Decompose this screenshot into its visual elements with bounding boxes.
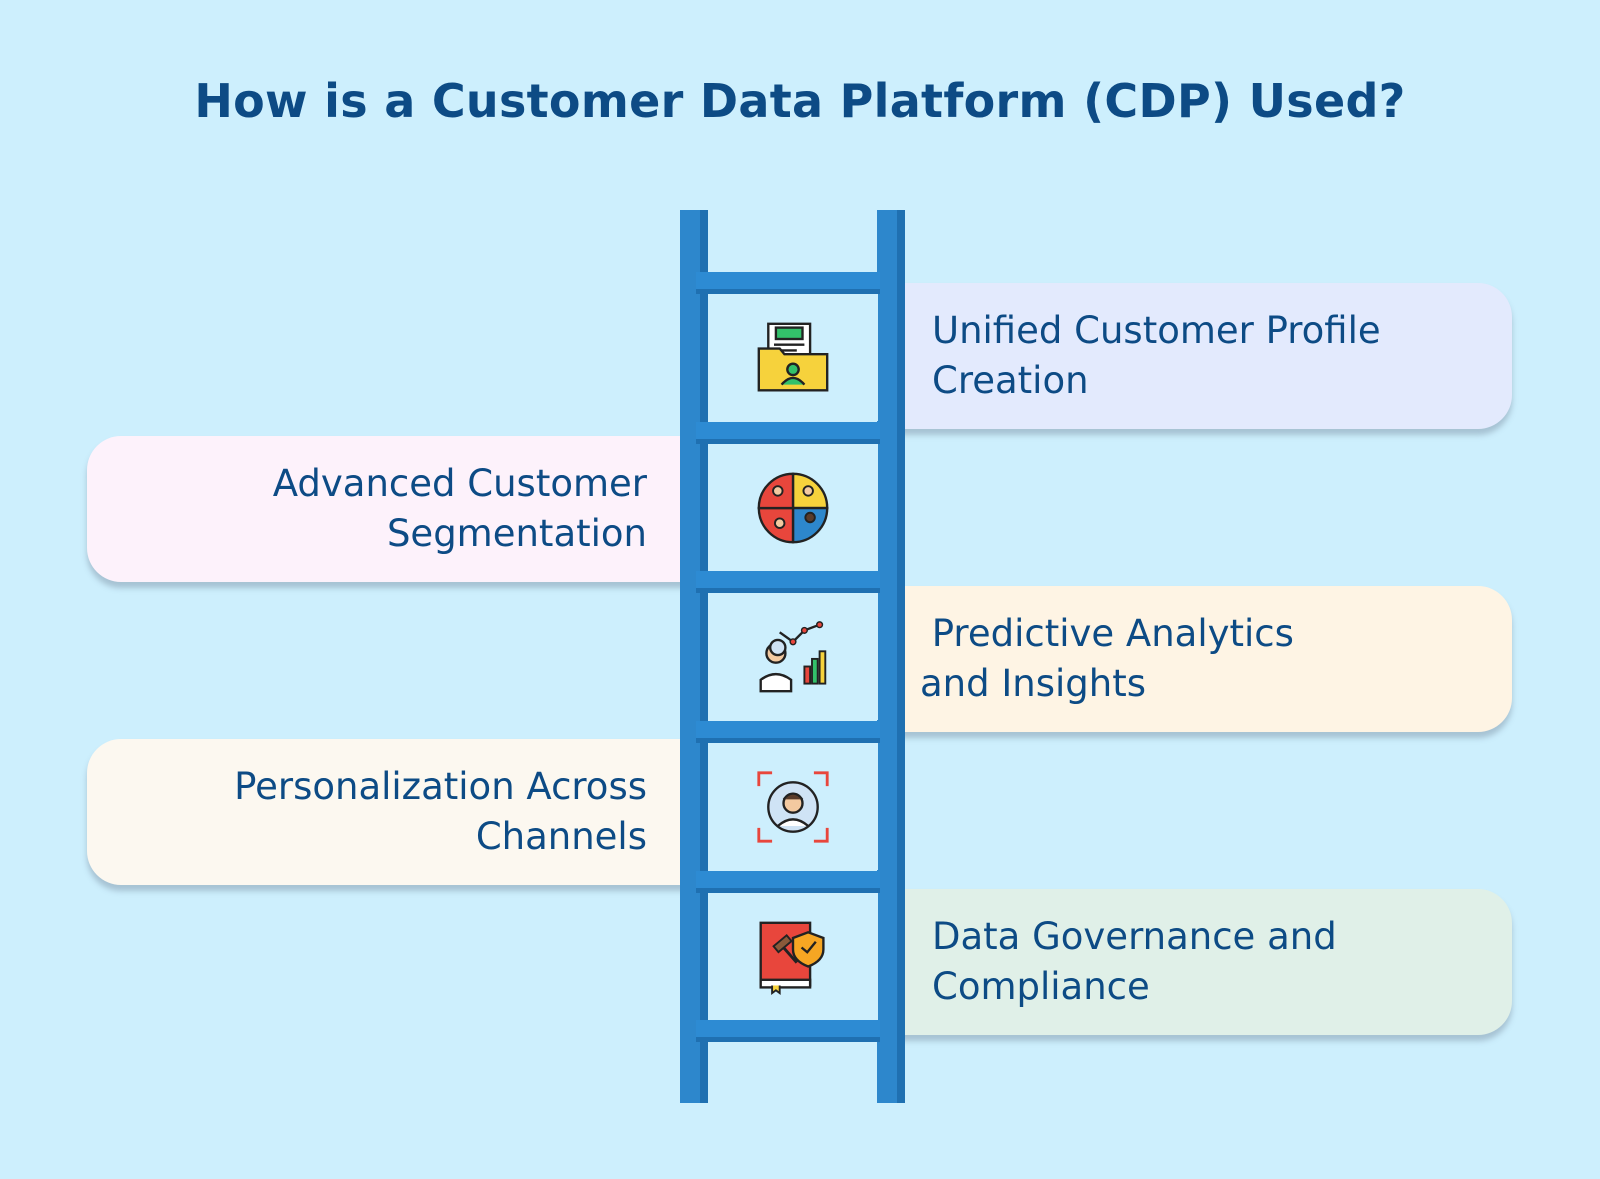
step-card-predictive: Predictive Analytics and Insights	[890, 586, 1512, 732]
ladder-rung	[696, 422, 880, 444]
step-icon-cell	[708, 593, 878, 720]
step-label: Unified Customer Profile Creation	[932, 309, 1381, 402]
step-label: Advanced Customer Segmentation	[272, 462, 647, 555]
step-icon-cell	[708, 294, 878, 421]
step-label: Predictive Analytics and Insights	[920, 612, 1306, 705]
step-card-unified-profile: Unified Customer Profile Creation	[890, 283, 1512, 429]
ladder-rung	[696, 1020, 880, 1042]
ladder-rail-left	[680, 210, 708, 1103]
step-card-segmentation: Advanced Customer Segmentation	[87, 436, 687, 582]
step-icon-cell	[708, 893, 878, 1020]
step-icon-cell	[708, 444, 878, 571]
ladder-rung	[696, 721, 880, 743]
ladder-rung	[696, 272, 880, 294]
step-card-governance: Data Governance and Compliance	[890, 889, 1512, 1035]
target-person-icon	[755, 769, 831, 845]
folder-profile-icon	[755, 320, 831, 396]
step-label: Personalization Across Channels	[234, 765, 647, 858]
step-card-personalization: Personalization Across Channels	[87, 739, 687, 885]
ladder-rail-right	[877, 210, 905, 1103]
step-icon-cell	[708, 743, 878, 870]
page-title: How is a Customer Data Platform (CDP) Us…	[194, 74, 1406, 128]
analyst-chart-icon	[755, 619, 831, 695]
segmentation-pie-icon	[755, 470, 831, 546]
step-label: Data Governance and Compliance	[932, 915, 1337, 1008]
law-book-shield-icon	[755, 919, 831, 995]
ladder-rung	[696, 871, 880, 893]
ladder-rung	[696, 571, 880, 593]
